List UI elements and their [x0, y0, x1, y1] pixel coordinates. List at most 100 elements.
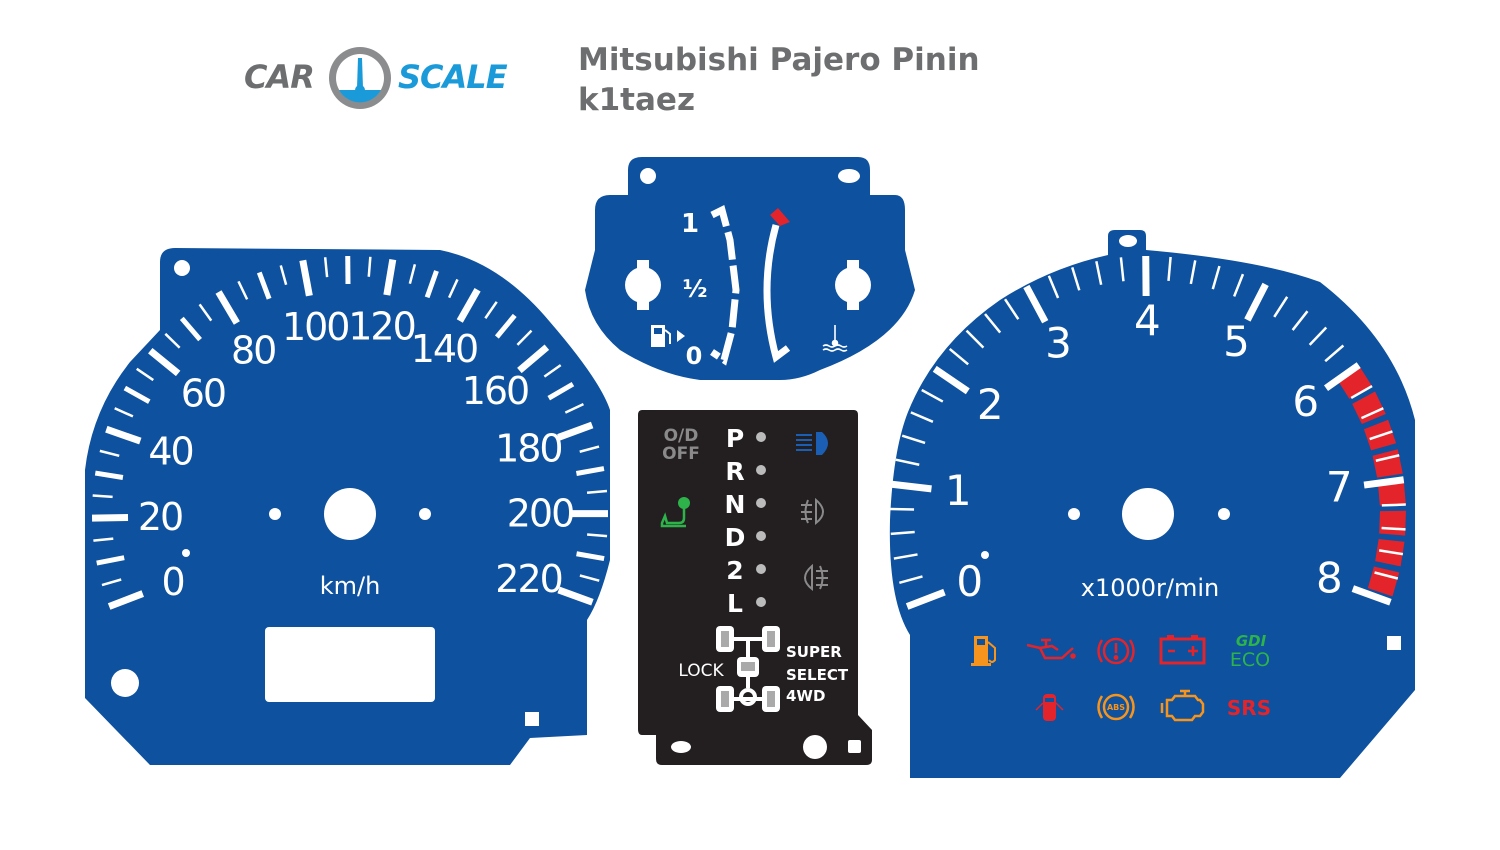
minor-tick — [575, 466, 605, 476]
minor-tick — [516, 329, 533, 346]
major-tick — [456, 288, 481, 323]
major-tick — [148, 347, 181, 377]
minor-tick — [164, 332, 181, 349]
gauge-label: 2 — [977, 380, 1002, 429]
gear-label: P — [726, 424, 744, 453]
minor-tick — [1211, 265, 1221, 290]
pivot-hole-left — [625, 260, 661, 310]
major-tick — [557, 586, 594, 606]
major-tick — [383, 258, 397, 296]
minor-tick — [586, 489, 608, 495]
minor-tick — [948, 347, 969, 366]
minor-tick — [99, 449, 120, 457]
minor-tick — [921, 388, 944, 403]
logo-car-text: CAR — [244, 58, 315, 96]
minor-tick — [1375, 454, 1400, 462]
minor-tick — [1360, 407, 1384, 420]
major-tick — [1244, 282, 1269, 322]
fuel-temp-plate — [585, 157, 915, 380]
gauge-label: 220 — [495, 557, 562, 601]
major-tick — [1363, 476, 1405, 489]
minor-tick — [408, 263, 417, 284]
odometer-window — [265, 627, 435, 702]
minor-tick — [1381, 526, 1406, 531]
gear-indicator-dot — [756, 531, 766, 541]
major-tick — [105, 425, 142, 445]
gauge-label: 6 — [1292, 377, 1317, 426]
gear-label: N — [725, 490, 746, 519]
minor-tick — [901, 434, 926, 445]
gauge-label: 0 — [956, 557, 981, 606]
minor-tick — [198, 303, 213, 322]
minor-tick — [1350, 384, 1373, 400]
od-label: O/D — [664, 426, 699, 446]
low-fuel-icon — [971, 636, 996, 666]
dot — [182, 549, 190, 557]
redline-segment — [1377, 479, 1406, 506]
gear-label: R — [725, 457, 744, 486]
major-tick — [905, 588, 946, 610]
gauge-label: 80 — [231, 329, 275, 373]
dot — [981, 551, 989, 559]
major-tick — [891, 480, 932, 493]
minor-tick — [1291, 310, 1309, 331]
speed-unit: km/h — [320, 572, 381, 600]
minor-tick — [447, 278, 459, 299]
coolant-temp-icon — [822, 325, 848, 352]
fuel-half-label: ½ — [683, 275, 708, 303]
minor-tick — [1369, 430, 1393, 441]
major-tick — [1351, 585, 1392, 606]
off-label: OFF — [662, 444, 700, 464]
minor-tick — [1273, 296, 1289, 318]
door-open-icon — [1035, 694, 1064, 721]
gauge-label: 8 — [1316, 554, 1341, 603]
gauge-label: 160 — [462, 369, 529, 413]
minor-tick — [1003, 298, 1020, 320]
high-beam-icon — [796, 432, 828, 455]
minor-tick — [893, 553, 918, 560]
oil-pressure-icon — [1026, 638, 1076, 660]
needle-hub — [324, 488, 376, 540]
select-label: SELECT — [786, 666, 849, 684]
dot — [419, 508, 431, 520]
gauge-label: 0 — [162, 560, 184, 604]
major-tick — [932, 365, 970, 395]
gauge-label: 100 — [282, 305, 349, 349]
abs-label: ABS — [1107, 703, 1125, 712]
minor-tick — [237, 280, 249, 300]
minor-tick — [494, 313, 517, 339]
minor-tick — [1381, 503, 1406, 507]
minor-tick — [1308, 326, 1328, 346]
major-tick — [517, 344, 550, 374]
minor-tick — [1378, 549, 1404, 556]
minor-tick — [1324, 344, 1345, 363]
super-label: SUPER — [786, 643, 842, 661]
abs-icon — [1097, 693, 1135, 721]
front-fog-icon — [801, 497, 824, 526]
indicator-panel — [638, 410, 872, 765]
gauge-label: 3 — [1045, 319, 1070, 368]
shift-indicator-icon — [660, 497, 690, 528]
mount-hole — [640, 168, 656, 184]
gauge-label: 140 — [411, 327, 478, 371]
minor-tick — [114, 407, 134, 418]
battery-icon — [1159, 635, 1206, 665]
temp-redzone — [770, 208, 790, 226]
minor-tick — [1047, 275, 1060, 299]
author-name: k1taez — [578, 82, 695, 118]
gdi-label: GDI — [1236, 632, 1267, 650]
mount-hole — [111, 669, 139, 697]
fuel-pump-icon — [651, 325, 685, 347]
mount-hole — [848, 740, 861, 753]
minor-tick — [94, 470, 124, 480]
logo-gauge-icon — [329, 47, 391, 109]
mount-hole — [174, 260, 190, 276]
car-model: Mitsubishi Pajero Pinin — [578, 42, 980, 78]
mount-hole — [1387, 636, 1401, 650]
minor-tick — [587, 533, 608, 538]
eco-label: ECO — [1230, 649, 1270, 671]
minor-tick — [123, 385, 151, 404]
mount-hole — [671, 741, 691, 753]
minor-tick — [424, 270, 439, 299]
